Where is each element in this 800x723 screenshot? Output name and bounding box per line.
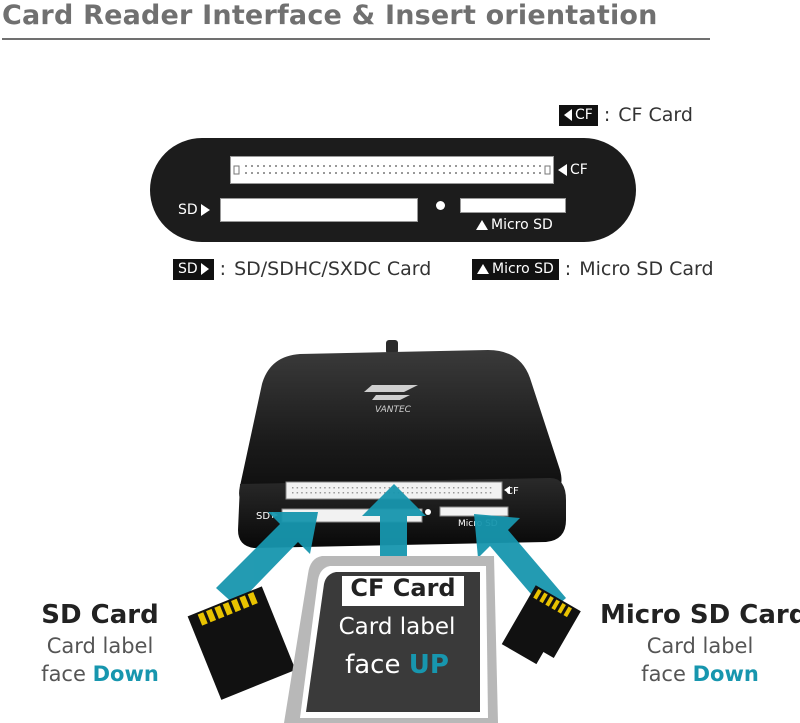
cf-card-title: CF Card	[350, 574, 456, 602]
photo-micro-slot	[439, 506, 509, 517]
legend-cf-desc: CF Card	[618, 104, 693, 126]
reader-cf-label: CF	[558, 162, 588, 178]
micro-sd-slot	[460, 198, 566, 213]
sd-card-orientation: Down	[92, 662, 159, 686]
right-arrow-icon	[200, 204, 210, 216]
cf-slot	[230, 156, 554, 184]
cf-tag: CF	[559, 104, 598, 126]
reader-micro-label: Micro SD	[476, 217, 553, 233]
insert-arrows	[216, 484, 566, 614]
sd-card-line1: Card label	[46, 634, 154, 658]
page-title: Card Reader Interface & Insert orientati…	[2, 0, 658, 31]
legend-sd-desc: SD/SDHC/SXDC Card	[234, 258, 432, 280]
right-arrow-icon	[200, 263, 209, 275]
up-arrow-icon	[476, 220, 488, 230]
left-arrow-icon	[504, 486, 510, 494]
cf-card-image	[284, 556, 498, 723]
cf-card-line1: Card label	[338, 614, 456, 640]
reader-sd-label: SD	[178, 202, 210, 218]
sd-card-title: SD Card	[41, 600, 159, 630]
micro-sd-card-image	[501, 585, 581, 665]
up-arrow-icon	[477, 264, 489, 274]
reader-top-surface	[239, 350, 562, 506]
photo-cf-label: CF	[506, 486, 519, 497]
micro-sd-card-line2: face Down	[641, 662, 759, 686]
cf-card-orientation: UP	[408, 650, 449, 680]
micro-insert-arrow	[474, 514, 566, 614]
legend-sd: SD : SD/SDHC/SXDC Card	[173, 258, 431, 280]
sd-insert-arrow	[216, 512, 318, 606]
cf-insert-arrow	[362, 484, 426, 560]
cf-slot-pins	[233, 165, 551, 175]
left-arrow-icon	[558, 164, 567, 176]
micro-sd-card-orientation: Down	[692, 662, 759, 686]
cable-stub	[386, 340, 398, 354]
micro-sd-tag: Micro SD	[472, 258, 559, 280]
led-indicator	[436, 201, 445, 210]
legend-cf: CF : CF Card	[559, 104, 693, 126]
card-reader-diagram: CF SD Micro SD	[150, 138, 636, 242]
micro-sd-card-line1: Card label	[646, 634, 754, 658]
legend-micro-desc: Micro SD Card	[579, 258, 714, 280]
photo-sd-label: SD	[256, 511, 270, 522]
sd-card-line2: face Down	[41, 662, 159, 686]
left-arrow-icon	[564, 109, 572, 121]
sd-tag: SD	[173, 258, 214, 280]
photo-led	[425, 509, 431, 515]
vantec-logo	[364, 385, 418, 400]
brand-text: VANTEC	[375, 405, 412, 415]
legend-micro-sd: Micro SD : Micro SD Card	[472, 258, 714, 280]
sd-slot	[220, 198, 418, 222]
sd-card-image	[187, 586, 296, 700]
cf-card-line2: face UP	[345, 650, 449, 680]
title-underline	[2, 38, 710, 40]
micro-sd-card-title: Micro SD Card	[600, 600, 800, 630]
